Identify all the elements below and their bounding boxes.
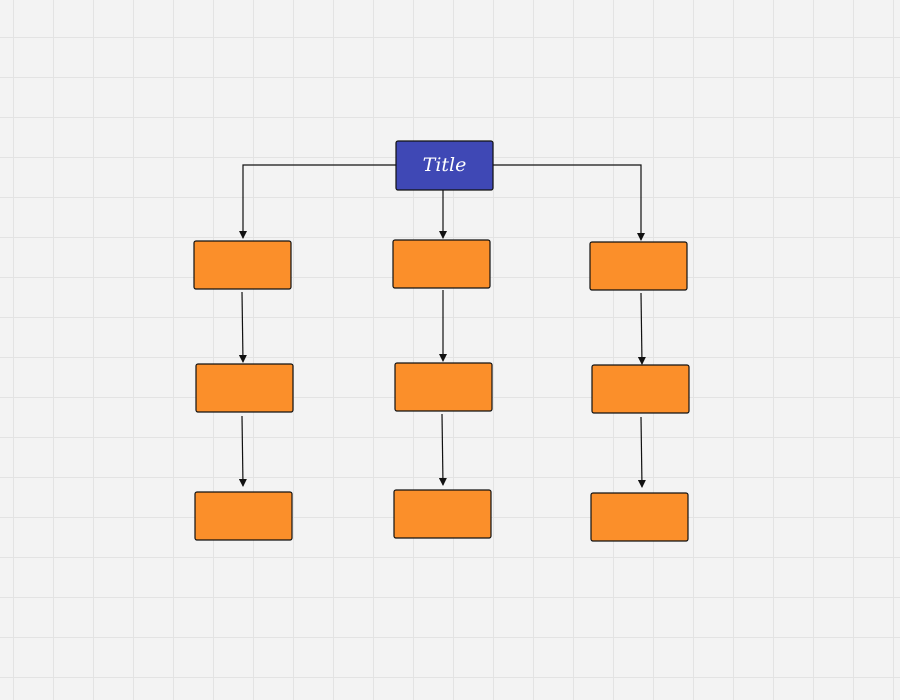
- column-right: [589, 241, 690, 542]
- connectors: [238, 164, 646, 488]
- child-node-box: [589, 241, 688, 291]
- title-node-label: Title: [423, 154, 467, 176]
- child-node[interactable]: [195, 363, 294, 413]
- connector-left-1-to-2: [238, 291, 247, 363]
- connector-right-1-to-2: [637, 292, 646, 365]
- child-node-box: [393, 489, 492, 539]
- child-node[interactable]: [193, 240, 292, 290]
- child-node[interactable]: [393, 489, 492, 539]
- child-node-box: [195, 363, 294, 413]
- child-node[interactable]: [590, 492, 689, 542]
- title-node-box: [395, 140, 494, 191]
- title-node[interactable]: Title: [395, 140, 494, 191]
- child-node[interactable]: [392, 239, 491, 289]
- child-node[interactable]: [591, 364, 690, 414]
- child-node-box: [392, 239, 491, 289]
- child-node-box: [193, 240, 292, 290]
- connector-title-to-left: [239, 164, 396, 239]
- child-node-box: [591, 364, 690, 414]
- connector-center-2-to-3: [438, 413, 447, 486]
- child-node-box: [590, 492, 689, 542]
- child-node-box: [194, 491, 293, 541]
- child-node[interactable]: [394, 362, 493, 412]
- child-node[interactable]: [589, 241, 688, 291]
- child-node-box: [394, 362, 493, 412]
- connector-title-to-right: [493, 164, 645, 241]
- column-center: [392, 239, 493, 539]
- connector-right-2-to-3: [637, 416, 646, 488]
- connector-left-2-to-3: [238, 415, 247, 487]
- column-left: [193, 240, 294, 541]
- child-node[interactable]: [194, 491, 293, 541]
